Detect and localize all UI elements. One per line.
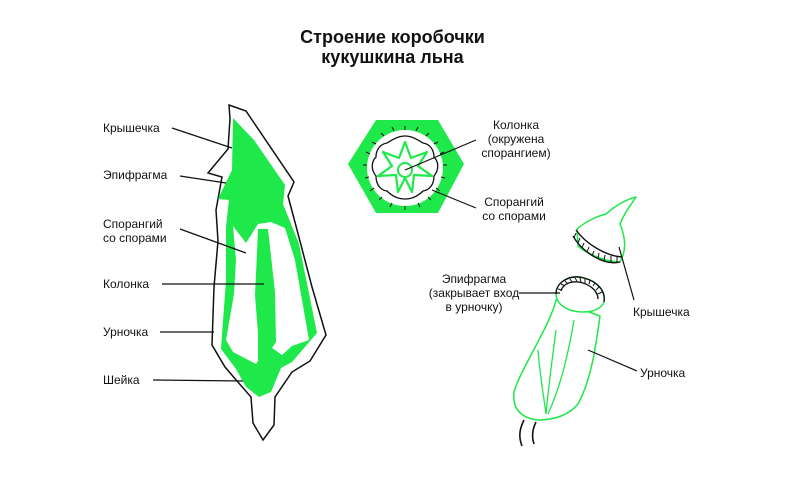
operculum bbox=[576, 196, 637, 263]
label-urnochka-right: Урночка bbox=[640, 366, 686, 380]
capsule-longitudinal-section bbox=[206, 103, 327, 442]
label-kolonka-mid-line1: Колонка bbox=[492, 118, 540, 132]
label-kryshechka-right: Крышечка bbox=[633, 305, 690, 319]
title-line-1: Строение коробочки bbox=[300, 27, 485, 47]
capsule-cross-section bbox=[348, 120, 464, 213]
leader-kolonka-mid bbox=[404, 139, 477, 171]
leader-sporangiy-mid bbox=[431, 189, 477, 209]
urn-body bbox=[513, 299, 601, 421]
left-leader-lines bbox=[152, 127, 264, 382]
diagram-title: Строение коробочки кукушкина льна bbox=[0, 27, 785, 67]
seta-2 bbox=[531, 421, 537, 445]
column bbox=[255, 229, 276, 360]
spore-ring bbox=[363, 126, 447, 210]
label-sporangiy-mid-line1: Спорангий bbox=[484, 195, 544, 209]
leader-epifragma-left bbox=[179, 175, 227, 184]
label-kolonka-mid-line3: спорангием) bbox=[481, 146, 551, 160]
capsule-opened bbox=[513, 196, 637, 447]
leader-kryshechka-right bbox=[618, 246, 635, 301]
label-kryshechka-left: Крышечка bbox=[103, 121, 160, 135]
sporangium-wavy-ring bbox=[371, 135, 439, 200]
middle-leader-lines bbox=[404, 139, 477, 209]
label-kolonka-left: Колонка bbox=[103, 277, 150, 291]
label-epifragma-right: Эпифрагма (закрывает вход в урночку) bbox=[424, 272, 524, 314]
label-sheyka-left: Шейка bbox=[103, 373, 140, 387]
label-epifragma-left: Эпифрагма bbox=[103, 168, 168, 182]
leader-sheyka-left bbox=[152, 379, 244, 382]
label-epifragma-right-line1: Эпифрагма bbox=[441, 272, 507, 286]
label-kolonka-mid: Колонка (окружена спорангием) bbox=[474, 118, 558, 160]
label-sporangiy-left-line1: Спорангий bbox=[103, 217, 163, 231]
label-urnochka-left: Урночка bbox=[103, 325, 149, 339]
urn-mouth-teeth bbox=[555, 276, 605, 303]
urn-rib-2 bbox=[537, 349, 547, 415]
label-epifragma-right-line3: в урночку) bbox=[445, 300, 503, 314]
label-sporangiy-left-line2: со спорами bbox=[103, 231, 167, 245]
label-kolonka-mid-line2: (окружена bbox=[487, 132, 545, 146]
label-sporangiy-left: Спорангий со спорами bbox=[103, 217, 167, 245]
leader-kryshechka-left bbox=[171, 127, 233, 149]
leader-sporangiy-left bbox=[179, 228, 247, 254]
urn-rib-3 bbox=[545, 329, 557, 415]
urn-rib-1 bbox=[547, 319, 575, 415]
label-sporangiy-mid: Спорангий со спорами bbox=[474, 195, 554, 223]
label-sporangiy-mid-line2: со спорами bbox=[482, 209, 546, 223]
right-leader-lines bbox=[519, 246, 638, 372]
operculum-rim-teeth bbox=[572, 229, 623, 264]
title-line-2: кукушкина льна bbox=[321, 47, 464, 67]
seta bbox=[519, 419, 525, 447]
leader-urnochka-right bbox=[587, 349, 638, 372]
label-epifragma-right-line2: (закрывает вход bbox=[428, 286, 520, 300]
